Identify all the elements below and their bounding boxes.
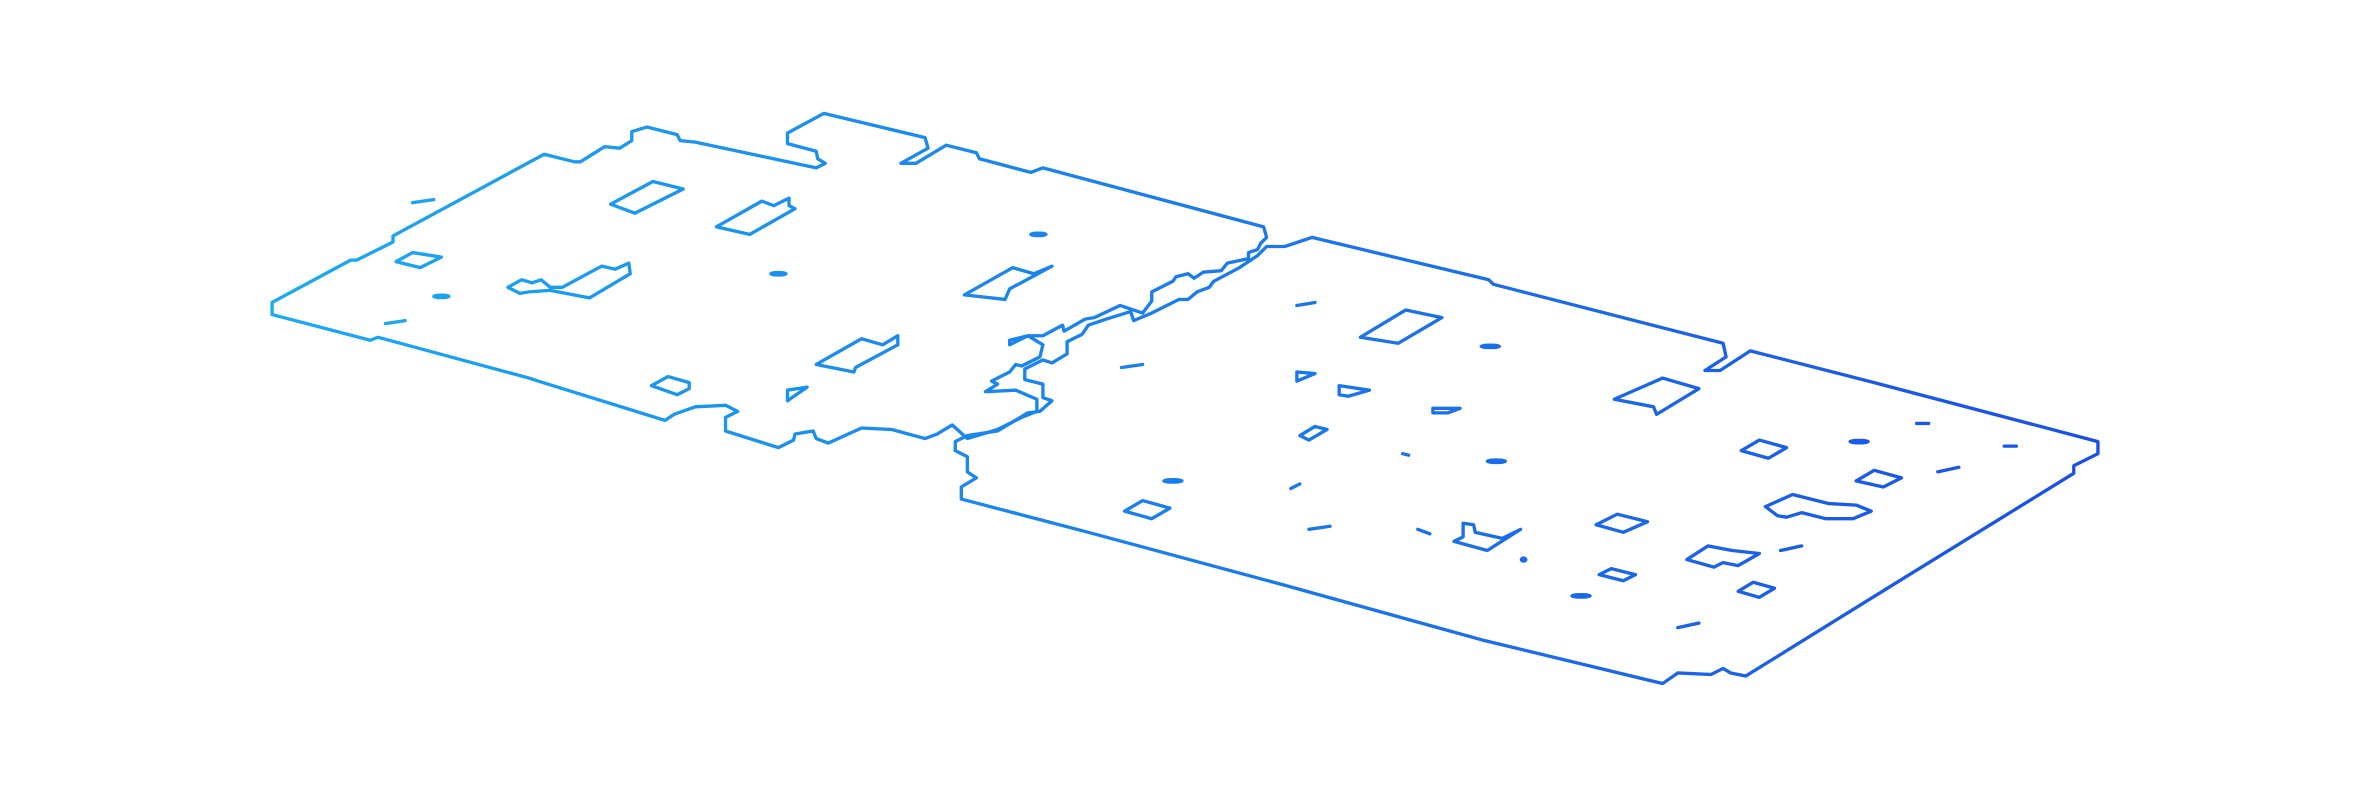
mark [1676,621,1701,630]
cutout [1358,308,1444,345]
hole [1029,231,1048,238]
cutout [1295,370,1317,383]
cutout [1597,566,1638,583]
right-plate [953,235,2100,686]
cutout [714,196,797,237]
hole [1479,343,1502,350]
cutout [506,261,632,300]
hole [432,293,451,300]
cutout [1452,521,1523,553]
cutout [1739,438,1789,460]
cutout [649,374,691,397]
mark [1289,482,1302,491]
cutout [1431,406,1462,415]
cutout [1337,383,1372,398]
mark [383,318,407,326]
hole [1519,556,1528,563]
cutout [1298,424,1329,442]
left-plate-outline [270,111,1269,450]
cutout [814,334,900,374]
cutout [394,250,444,270]
cutout [608,179,685,215]
hole [1848,438,1870,445]
cutout [1122,498,1172,521]
right-plate-outline [953,235,2100,686]
cutout [1763,492,1873,521]
hole [1570,592,1592,599]
left-plate [270,111,1269,450]
hole [1485,458,1508,465]
mark [1295,300,1317,308]
mark [1307,524,1332,531]
cutout [785,385,809,403]
cutout [1612,376,1701,417]
hole [769,270,788,277]
cutout [962,264,1054,302]
mark [1119,362,1145,370]
cutout [1594,512,1650,534]
cutout [1854,468,1904,489]
mark [410,197,436,205]
cutout [1736,580,1777,600]
cutout [1685,544,1762,569]
mark [1778,544,1804,553]
mark [1400,452,1411,457]
mark [1416,527,1432,536]
mark [1936,465,1961,474]
hole [1162,478,1184,484]
